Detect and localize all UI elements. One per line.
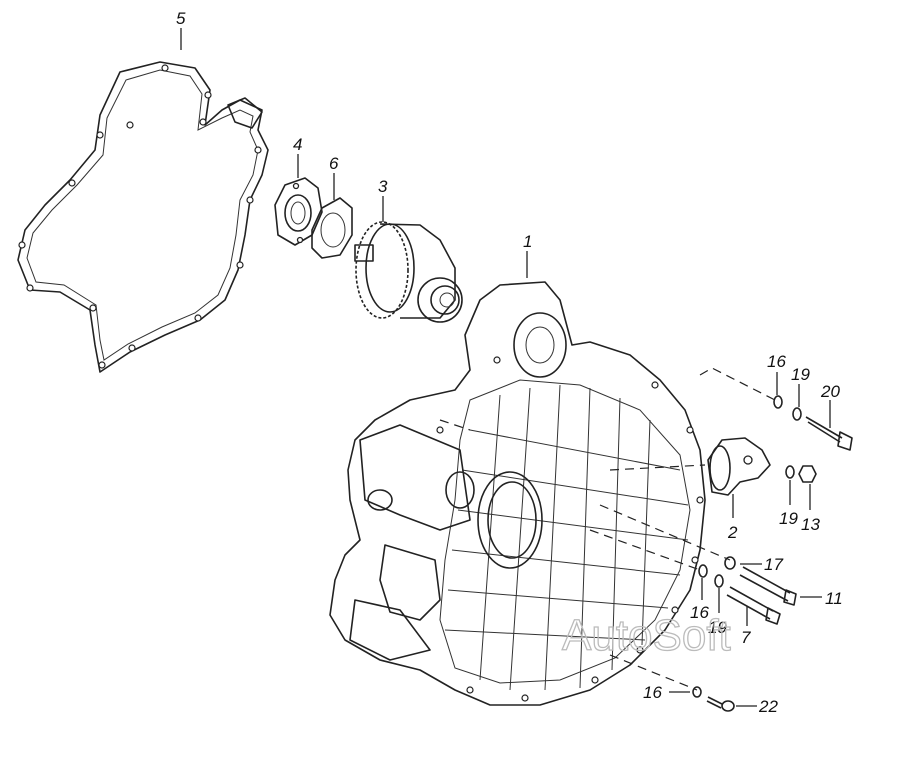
callout-labels: 5 4 6 3 1 16 19 20 2 19 13 17 11 16 19 7… — [176, 9, 843, 716]
callout-20: 20 — [820, 382, 840, 401]
part-5-gasket — [17, 61, 269, 373]
part-3-gear-assembly — [354, 221, 463, 323]
washer-19-mid — [785, 465, 795, 479]
callout-6: 6 — [329, 154, 339, 173]
callout-16: 16 — [767, 352, 786, 371]
bolt-7 — [726, 586, 774, 620]
callout-19: 19 — [791, 365, 810, 384]
callout-5: 5 — [176, 9, 186, 28]
part-1-flywheel-housing — [329, 281, 706, 706]
callout-7: 7 — [741, 628, 751, 647]
fasteners — [692, 395, 853, 712]
callout-13: 13 — [801, 515, 820, 534]
part-2-bracket — [707, 437, 771, 496]
assembly-lines — [439, 367, 776, 691]
part-4-cover-plate — [274, 177, 323, 246]
bolt-22 — [706, 696, 723, 709]
callout-16: 16 — [690, 603, 709, 622]
callout-11: 11 — [825, 589, 843, 608]
washer-16-mid — [698, 564, 708, 578]
bolt-20 — [805, 416, 843, 443]
callout-19: 19 — [708, 618, 727, 637]
leader-lines — [180, 28, 831, 707]
callout-3: 3 — [378, 177, 388, 196]
callout-4: 4 — [293, 135, 302, 154]
callout-1: 1 — [523, 232, 532, 251]
part-6-gasket — [311, 197, 353, 259]
washer-17 — [724, 556, 736, 570]
washer-16-bottom — [692, 686, 702, 698]
washer-19-top — [792, 407, 802, 421]
callout-2: 2 — [727, 523, 738, 542]
callout-22: 22 — [758, 697, 778, 716]
callout-19: 19 — [779, 509, 798, 528]
nut-13 — [798, 465, 817, 483]
washer-16-top — [773, 395, 783, 409]
watermark: AutoSoft — [562, 611, 731, 660]
callout-16: 16 — [643, 683, 662, 702]
callout-17: 17 — [764, 555, 783, 574]
washer-19-low — [714, 574, 724, 588]
bolt-11 — [739, 566, 791, 602]
